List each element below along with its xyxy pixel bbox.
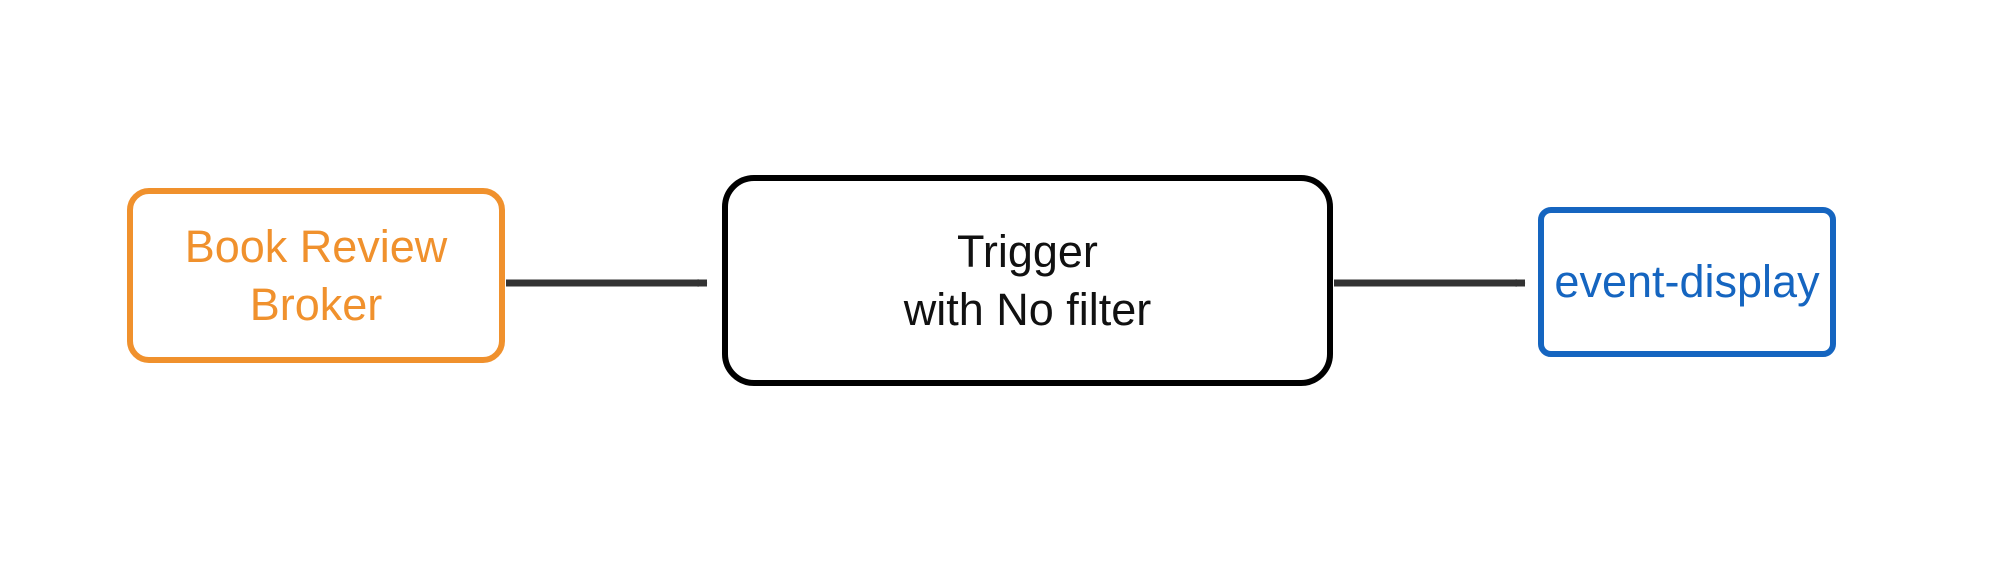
- node-book-review-broker[interactable]: Book Review Broker: [127, 188, 505, 363]
- node-event-display[interactable]: event-display: [1538, 207, 1836, 357]
- node-label-sink: event-display: [1554, 256, 1820, 308]
- node-label-source: Book Review Broker: [184, 220, 448, 330]
- node-trigger[interactable]: Trigger with No filter: [722, 175, 1333, 386]
- node-label-trigger: Trigger with No filter: [903, 225, 1152, 335]
